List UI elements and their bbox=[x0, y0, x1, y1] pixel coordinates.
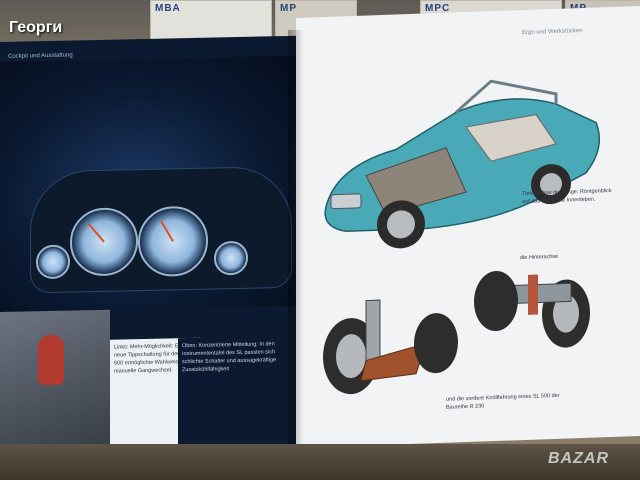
gauge-needle bbox=[87, 223, 105, 243]
caption-front-suspension: und die vordere Knöllfahrung eines SL 50… bbox=[446, 392, 560, 411]
watermark-logo: BAZAR bbox=[548, 450, 609, 467]
book-right-page: Ergo und Werkstücken Tiefe Sehne der Din… bbox=[296, 5, 640, 449]
car-cutaway-illustration bbox=[324, 79, 601, 249]
overlay-name-text: Георги bbox=[9, 19, 63, 36]
left-caption-instruments: Oben: Konzentrierte Mitteilung: In den I… bbox=[178, 335, 296, 449]
gauge-needle bbox=[160, 220, 174, 242]
magazine-header: MBA bbox=[155, 3, 181, 14]
book-gutter bbox=[288, 30, 304, 450]
table-bottom bbox=[0, 444, 640, 480]
right-page-header: Ergo und Werkstücken bbox=[522, 27, 583, 37]
caption-car-cutaway: Tiefe Sehne der Dinge: Röntgenblick auf … bbox=[522, 187, 612, 206]
book-left-page: Cockpit und Ausstattung Links: Mehr-Mögl… bbox=[0, 35, 300, 480]
gear-knob bbox=[38, 334, 64, 386]
magazine-header: MP bbox=[280, 3, 297, 14]
suspension-illustrations bbox=[323, 271, 590, 395]
left-page-header: Cockpit und Ausstattung bbox=[8, 52, 73, 60]
magazine-header: MPC bbox=[425, 3, 451, 14]
